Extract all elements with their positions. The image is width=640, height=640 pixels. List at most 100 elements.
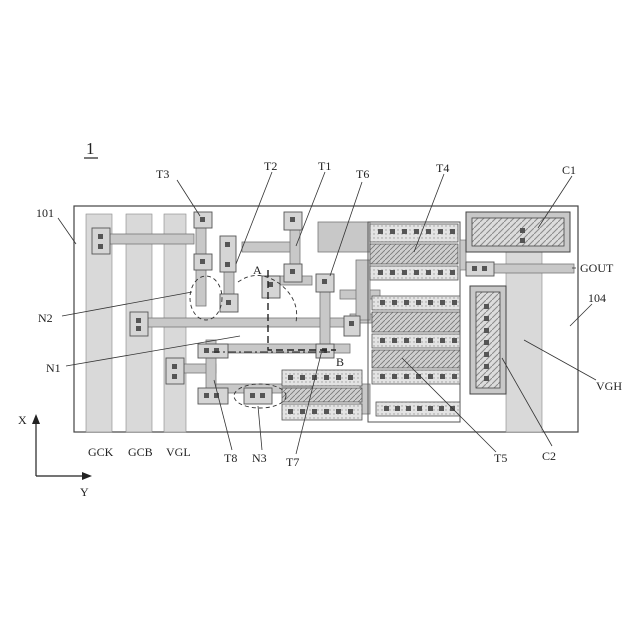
via bbox=[348, 375, 353, 380]
label-y-axis: Y bbox=[80, 485, 89, 499]
via bbox=[336, 375, 341, 380]
via bbox=[404, 338, 409, 343]
via bbox=[300, 375, 305, 380]
via bbox=[452, 338, 457, 343]
via bbox=[384, 406, 389, 411]
via bbox=[416, 338, 421, 343]
via bbox=[404, 300, 409, 305]
via bbox=[426, 229, 431, 234]
via bbox=[392, 374, 397, 379]
via bbox=[392, 300, 397, 305]
via bbox=[440, 300, 445, 305]
label-a: A bbox=[253, 263, 262, 277]
via bbox=[438, 229, 443, 234]
label-gout: GOUT bbox=[580, 261, 614, 275]
via bbox=[450, 270, 455, 275]
via bbox=[472, 266, 477, 271]
via bbox=[390, 229, 395, 234]
via bbox=[204, 348, 209, 353]
label-n3: N3 bbox=[252, 451, 267, 465]
label-n2: N2 bbox=[38, 311, 53, 325]
via bbox=[406, 406, 411, 411]
label-c1: C1 bbox=[562, 163, 576, 177]
label-t2: T2 bbox=[264, 159, 277, 173]
via bbox=[402, 229, 407, 234]
via bbox=[484, 352, 489, 357]
via bbox=[392, 338, 397, 343]
via bbox=[390, 270, 395, 275]
via bbox=[414, 229, 419, 234]
via bbox=[380, 338, 385, 343]
label-t3: T3 bbox=[156, 167, 169, 181]
label-t4: T4 bbox=[436, 161, 449, 175]
via bbox=[136, 318, 141, 323]
via bbox=[225, 242, 230, 247]
via bbox=[290, 269, 295, 274]
via bbox=[336, 409, 341, 414]
via bbox=[349, 321, 354, 326]
via bbox=[520, 238, 525, 243]
via bbox=[288, 409, 293, 414]
via bbox=[98, 234, 103, 239]
via bbox=[348, 409, 353, 414]
via bbox=[225, 262, 230, 267]
via bbox=[378, 229, 383, 234]
label-vgh: VGH bbox=[596, 379, 622, 393]
via bbox=[380, 300, 385, 305]
via bbox=[402, 270, 407, 275]
via bbox=[322, 279, 327, 284]
via bbox=[324, 375, 329, 380]
figure-number: 1 bbox=[84, 139, 98, 158]
label-104: 104 bbox=[588, 291, 606, 305]
via bbox=[428, 406, 433, 411]
label-t5: T5 bbox=[494, 451, 507, 465]
via bbox=[439, 406, 444, 411]
label-x-axis: X bbox=[18, 413, 27, 427]
via bbox=[450, 229, 455, 234]
label-n1: N1 bbox=[46, 361, 61, 375]
via bbox=[440, 374, 445, 379]
via bbox=[200, 259, 205, 264]
via bbox=[484, 316, 489, 321]
via bbox=[428, 300, 433, 305]
via bbox=[268, 282, 273, 287]
label-gck: GCK bbox=[88, 445, 114, 459]
via bbox=[380, 374, 385, 379]
via bbox=[416, 300, 421, 305]
via bbox=[260, 393, 265, 398]
via bbox=[428, 338, 433, 343]
via bbox=[417, 406, 422, 411]
via bbox=[204, 393, 209, 398]
via bbox=[426, 270, 431, 275]
via bbox=[484, 340, 489, 345]
via bbox=[172, 364, 177, 369]
via bbox=[300, 409, 305, 414]
via bbox=[452, 300, 457, 305]
via bbox=[136, 326, 141, 331]
via bbox=[250, 393, 255, 398]
via bbox=[414, 270, 419, 275]
label-b: B bbox=[336, 355, 344, 369]
label-t6: T6 bbox=[356, 167, 369, 181]
via bbox=[288, 375, 293, 380]
via bbox=[98, 244, 103, 249]
via bbox=[200, 217, 205, 222]
via bbox=[452, 374, 457, 379]
via bbox=[520, 228, 525, 233]
via bbox=[226, 300, 231, 305]
via bbox=[172, 374, 177, 379]
via bbox=[484, 328, 489, 333]
via bbox=[438, 270, 443, 275]
via bbox=[484, 364, 489, 369]
label-t1: T1 bbox=[318, 159, 331, 173]
label-t7: T7 bbox=[286, 455, 299, 469]
via bbox=[484, 376, 489, 381]
label-c2: C2 bbox=[542, 449, 556, 463]
label-101: 101 bbox=[36, 206, 54, 220]
via bbox=[290, 217, 295, 222]
capacitor-c1 bbox=[466, 212, 570, 252]
via bbox=[378, 270, 383, 275]
label-t8: T8 bbox=[224, 451, 237, 465]
via bbox=[440, 338, 445, 343]
